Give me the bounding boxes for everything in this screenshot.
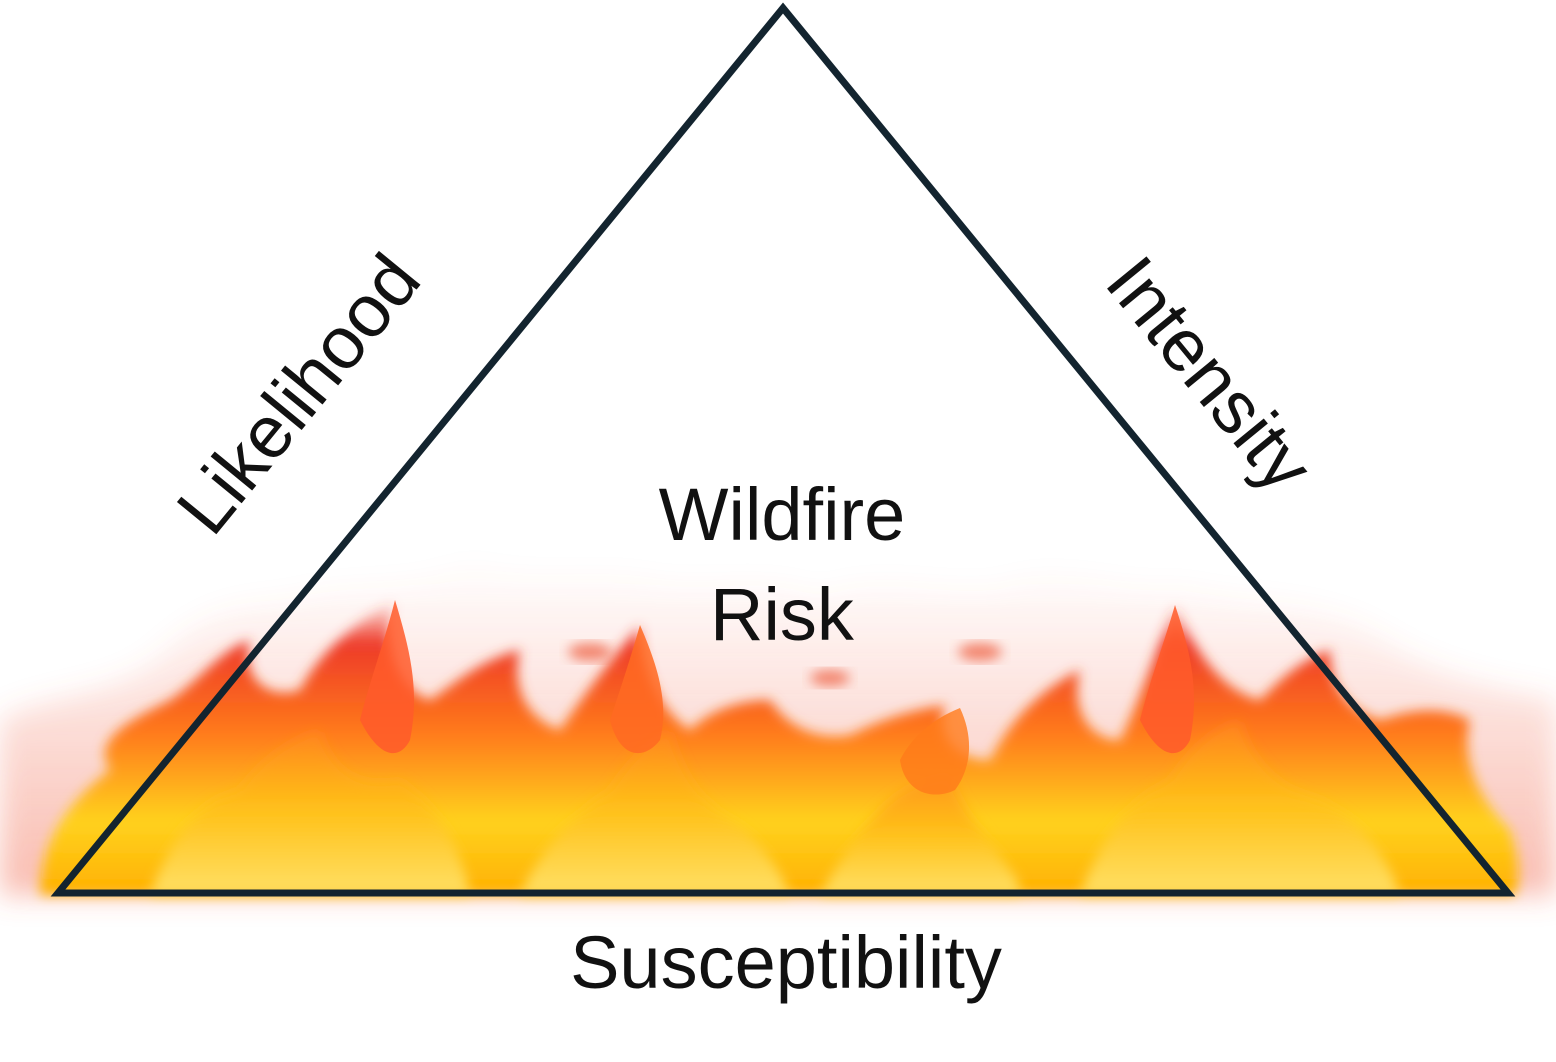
center-label-line2: Risk xyxy=(710,573,855,656)
flame-ember xyxy=(568,643,612,661)
flame-tongue-right xyxy=(1140,605,1195,754)
flame-core-center xyxy=(520,730,790,895)
right-side-label: Intensity xyxy=(1090,241,1329,507)
flame-tongue-center xyxy=(610,625,664,754)
flame-tongue-left xyxy=(360,600,415,754)
risk-triangle-outline xyxy=(50,2,1516,897)
flame-illustration xyxy=(0,560,1556,895)
flame-tongue-mid-right xyxy=(900,708,970,795)
flame-core-right xyxy=(1080,720,1400,895)
left-side-label: Likelihood xyxy=(161,239,436,549)
flame-ember xyxy=(810,670,850,686)
bottom-label: Susceptibility xyxy=(570,921,1002,1004)
flame-ember xyxy=(958,643,1002,661)
flame-core-left xyxy=(150,730,470,895)
flame-core-center-right xyxy=(820,775,1020,895)
center-label-line1: Wildfire xyxy=(659,473,906,556)
